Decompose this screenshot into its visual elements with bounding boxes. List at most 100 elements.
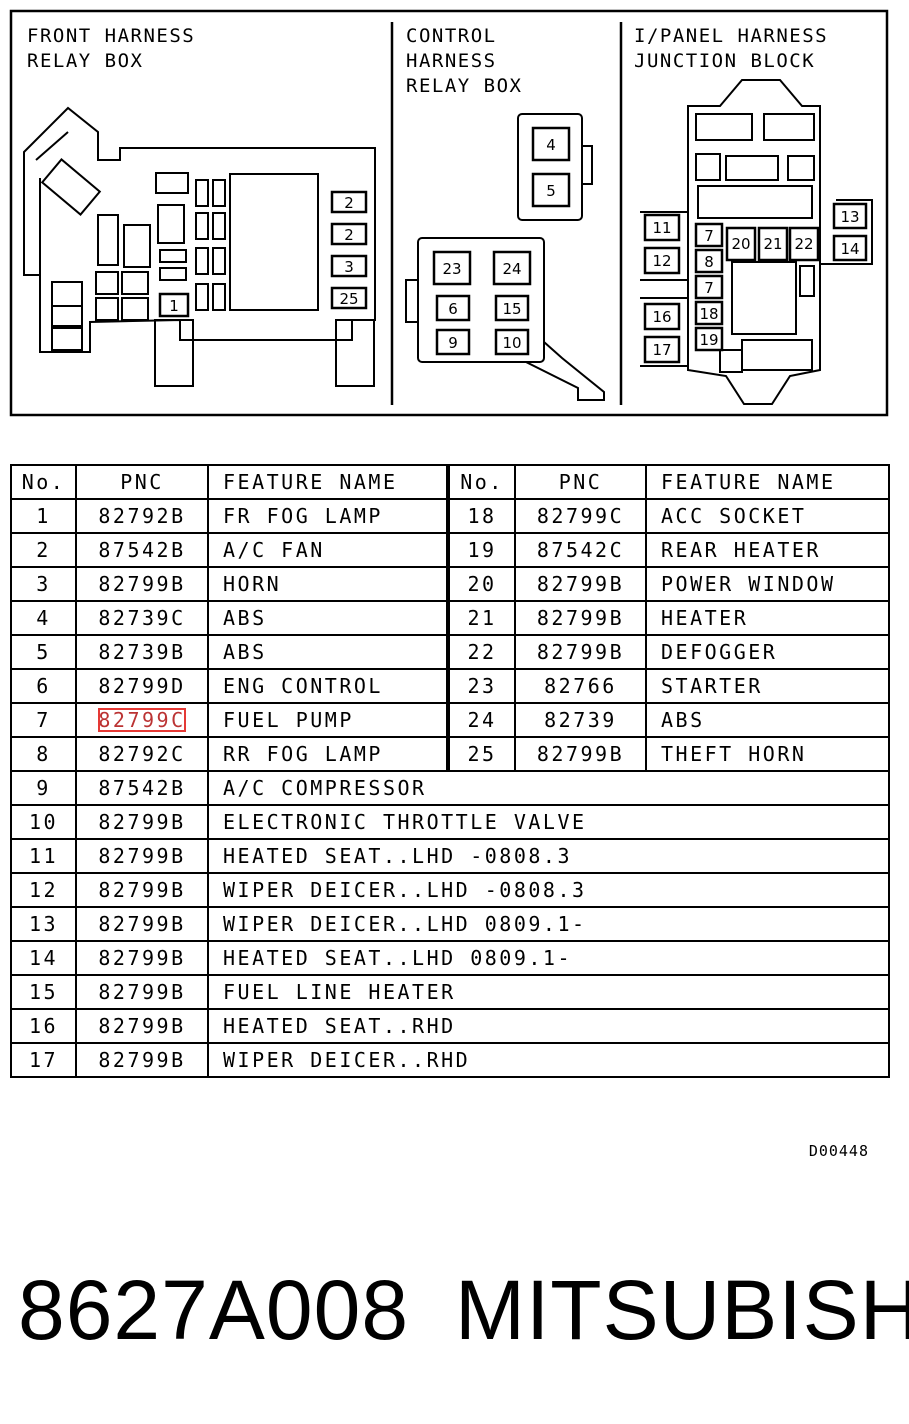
control-box-title-line3: RELAY BOX (406, 75, 522, 97)
slot-label: 10 (502, 334, 521, 352)
pnc-cell: 82799D (75, 668, 209, 704)
pnc-cell: 82799B (75, 838, 209, 874)
pnc-cell: 87542B (75, 532, 209, 568)
slot-label: 2 (344, 226, 354, 244)
pnc-cell: 82799C (514, 498, 647, 534)
feature-name-cell: WIPER DEICER..RHD (207, 1042, 890, 1078)
slot-label: 15 (502, 300, 521, 318)
slot-label: 3 (344, 258, 354, 276)
feature-name-cell: A/C COMPRESSOR (207, 770, 890, 806)
front-relay-box-drawing (23, 106, 376, 387)
row-number-cell: 14 (10, 940, 77, 976)
slot-label: 24 (502, 260, 521, 278)
pnc-cell: 82799B (75, 906, 209, 942)
row-number-cell: 18 (447, 498, 516, 534)
slot-label: 7 (704, 279, 714, 297)
feature-name-cell: WIPER DEICER..LHD -0808.3 (207, 872, 890, 908)
pnc-cell: 82799B (75, 566, 209, 602)
row-number-cell: 6 (10, 668, 77, 704)
pnc-cell: 82799B (514, 600, 647, 636)
fuse-slot (158, 292, 190, 318)
pnc-cell: 82799B (75, 940, 209, 976)
column-header: No. (10, 464, 77, 500)
slot-label: 13 (840, 208, 859, 226)
feature-name-cell: HEATER (645, 600, 890, 636)
row-number-cell: 2 (10, 532, 77, 568)
feature-name-cell: HEATED SEAT..LHD -0808.3 (207, 838, 890, 874)
feature-name-cell: HORN (207, 566, 450, 602)
slot-label: 19 (699, 331, 718, 349)
row-number-cell: 24 (447, 702, 516, 738)
control-box-title-line2: HARNESS (406, 50, 497, 72)
pnc-cell: 82799B (75, 1042, 209, 1078)
pnc-cell: 82799B (514, 736, 647, 772)
row-number-cell: 4 (10, 600, 77, 636)
slot-label: 7 (704, 227, 714, 245)
row-number-cell: 7 (10, 702, 77, 738)
feature-name-cell: HEATED SEAT..RHD (207, 1008, 890, 1044)
pnc-cell: 82792B (75, 498, 209, 534)
ipanel-block-title-line2: JUNCTION BLOCK (634, 50, 815, 72)
feature-name-cell: DEFOGGER (645, 634, 890, 670)
row-number-cell: 1 (10, 498, 77, 534)
slot-label: 12 (652, 252, 671, 270)
row-number-cell: 8 (10, 736, 77, 772)
feature-name-cell: ABS (645, 702, 890, 738)
slot-label: 9 (448, 334, 458, 352)
front-box-title-line1: FRONT HARNESS (27, 25, 195, 47)
pnc-cell: 82799B (75, 872, 209, 908)
slot-label: 14 (840, 240, 859, 258)
pnc-cell: 82739 (514, 702, 647, 738)
column-header: No. (447, 464, 516, 500)
part-number-caption: 8627A008 (18, 1263, 410, 1357)
feature-name-cell: FR FOG LAMP (207, 498, 450, 534)
row-number-cell: 10 (10, 804, 77, 840)
diagram-frame (9, 9, 889, 417)
ipanel-junction-block-drawing (640, 79, 873, 405)
highlighted-pnc: 82799C (98, 708, 186, 732)
row-number-cell: 19 (447, 532, 516, 568)
column-header: PNC (514, 464, 647, 500)
feature-name-cell: WIPER DEICER..LHD 0809.1- (207, 906, 890, 942)
pnc-cell: 82739C (75, 600, 209, 636)
reference-code: D00448 (808, 1142, 869, 1160)
slot-label: 16 (652, 308, 671, 326)
ipanel-block-title-line1: I/PANEL HARNESS (634, 25, 828, 47)
pnc-cell: 87542B (75, 770, 209, 806)
row-number-cell: 25 (447, 736, 516, 772)
row-number-cell: 11 (10, 838, 77, 874)
row-number-cell: 9 (10, 770, 77, 806)
slot-label: 1 (169, 297, 179, 315)
slot-label: 5 (546, 182, 556, 200)
feature-name-cell: THEFT HORN (645, 736, 890, 772)
pnc-cell: 82799B (75, 974, 209, 1010)
control-relay-box-drawing (405, 113, 605, 401)
pnc-cell: 82739B (75, 634, 209, 670)
feature-name-cell: REAR HEATER (645, 532, 890, 568)
pnc-cell: 82799B (514, 566, 647, 602)
pnc-cell: 82792C (75, 736, 209, 772)
front-box-title-line2: RELAY BOX (27, 50, 143, 72)
feature-name-cell: FUEL LINE HEATER (207, 974, 890, 1010)
slot-label: 22 (794, 235, 813, 253)
fuse-slot (330, 222, 368, 246)
relay-box-diagram: FRONT HARNESS RELAY BOX CONTROL HARNESS … (9, 9, 889, 417)
row-number-cell: 15 (10, 974, 77, 1010)
slot-label: 20 (731, 235, 750, 253)
fuse-slot (330, 254, 368, 278)
